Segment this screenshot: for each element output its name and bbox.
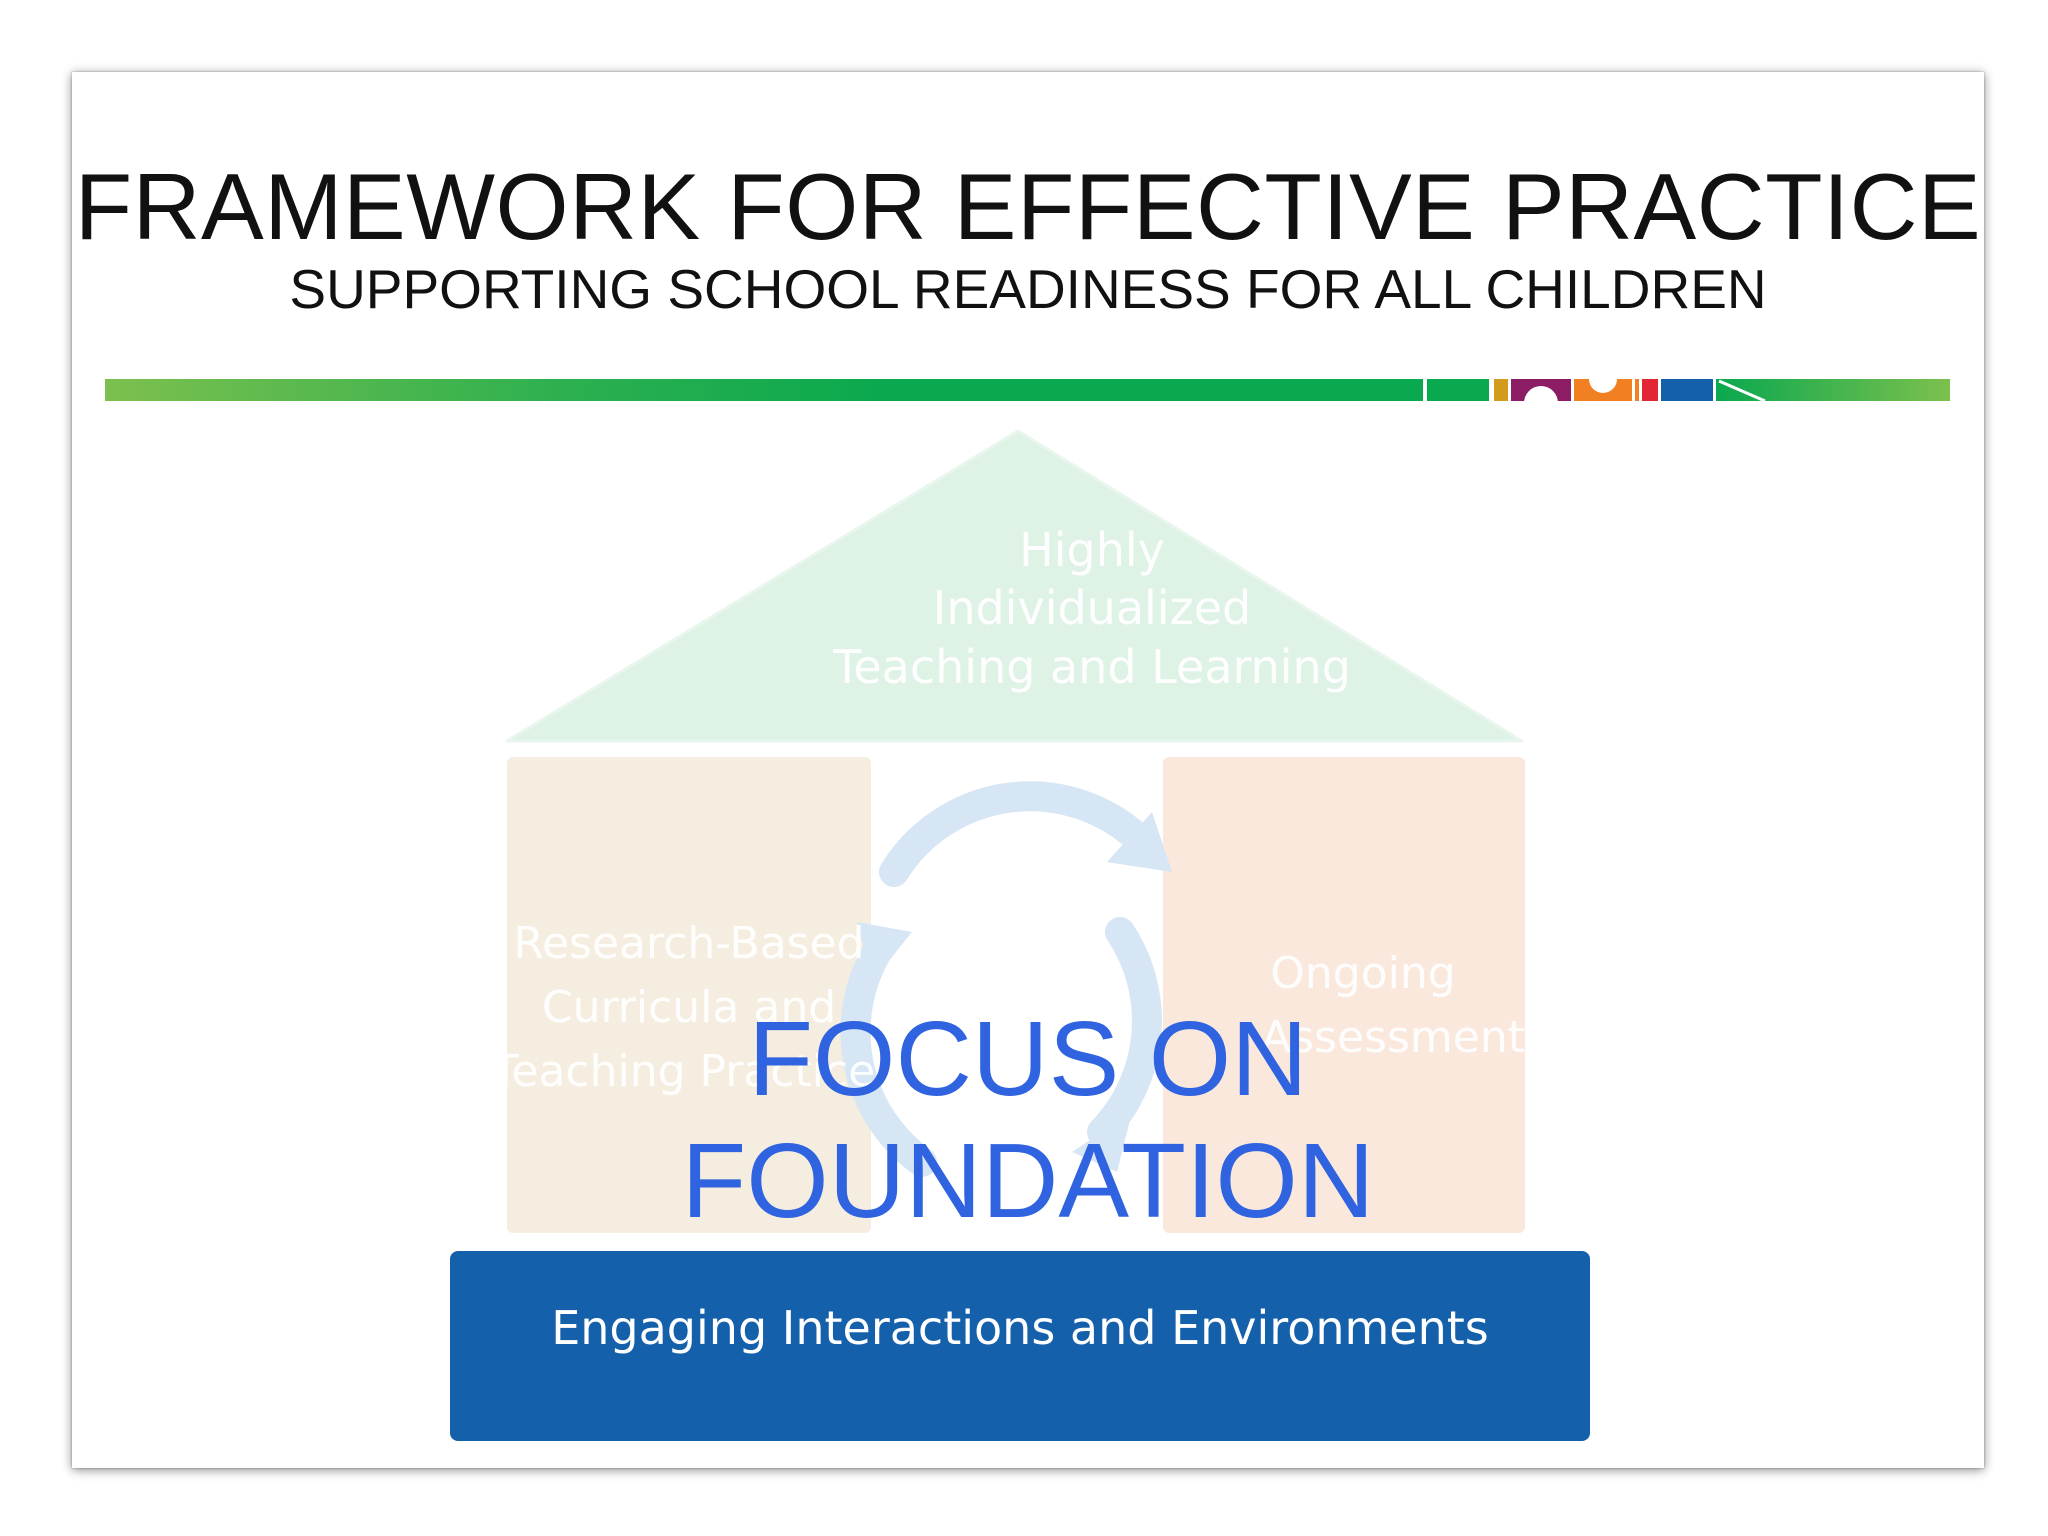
left-pillar-label-line-3: Teaching Practices — [492, 1046, 899, 1097]
focus-overlay-line-1: FOCUS ON — [748, 1000, 1308, 1118]
foundation-block — [450, 1251, 1590, 1441]
right-pillar-label-line-2: Assessment — [1261, 1012, 1525, 1063]
roof-label-line-3: Teaching and Learning — [833, 640, 1351, 694]
slide: FRAMEWORK FOR EFFECTIVE PRACTICE SUPPORT… — [72, 72, 1984, 1468]
roof-label-line-1: Highly — [1019, 523, 1165, 577]
focus-overlay-line-2: FOUNDATION — [681, 1122, 1375, 1240]
roof-label-line-2: Individualized — [932, 581, 1252, 635]
left-pillar-label-line-2: Curricula and — [541, 982, 837, 1033]
cycle-arrowheads — [857, 812, 1172, 1172]
right-pillar-label-line-1: Ongoing — [1270, 948, 1456, 999]
house-diagram — [450, 429, 1590, 1441]
left-pillar — [507, 757, 871, 1233]
cycle-arrows — [840, 781, 1162, 1177]
right-pillar — [1163, 757, 1525, 1233]
foundation-label: Engaging Interactions and Environments — [551, 1301, 1489, 1355]
roof — [505, 429, 1524, 743]
left-pillar-label-line-1: Research-Based — [513, 918, 865, 969]
slide-subtitle: SUPPORTING SCHOOL READINESS FOR ALL CHIL… — [289, 258, 1767, 320]
decorative-color-band — [105, 377, 1950, 403]
slide-title: FRAMEWORK FOR EFFECTIVE PRACTICE — [74, 154, 1982, 259]
